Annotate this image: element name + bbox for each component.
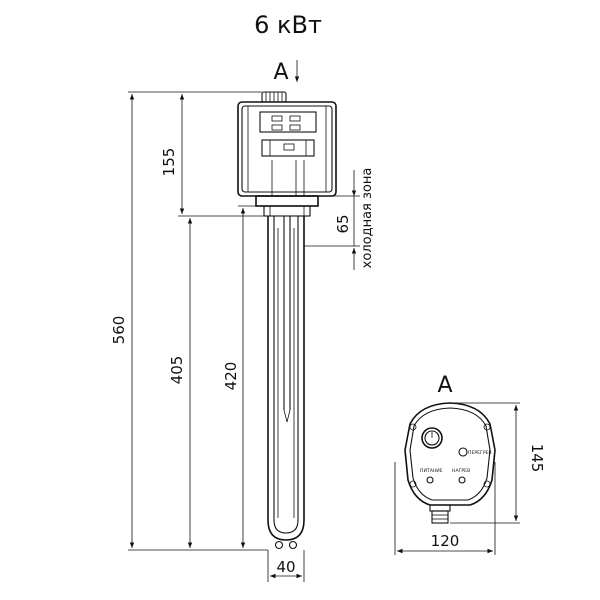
overheat-label: ПЕРЕГРЕВ xyxy=(468,450,492,456)
head-housing xyxy=(237,101,337,197)
power-indicator xyxy=(426,476,434,484)
dim-cold-zone-label: 65 xyxy=(334,214,352,233)
dim-tube-width-label: 40 xyxy=(276,558,295,576)
dim-flange-width-label: 120 xyxy=(431,532,460,550)
end-view-knob xyxy=(421,427,443,449)
dim-flange-height-label: 145 xyxy=(528,444,546,473)
end-view-housing xyxy=(404,402,496,506)
power-label: ПИТАНИЕ xyxy=(420,468,443,474)
heating-indicator xyxy=(458,476,466,484)
overheat-indicator xyxy=(458,447,468,457)
dim-heater-420-label: 420 xyxy=(222,362,240,391)
view-label-side: A xyxy=(437,373,452,398)
title: 6 кВт xyxy=(254,11,322,39)
cable-gland xyxy=(429,504,451,512)
heating-label: НАГРЕВ xyxy=(452,468,470,474)
end-view: ПЕРЕГРЕВ ПИТАНИЕ НАГРЕВ xyxy=(404,402,496,524)
heater-front-view xyxy=(237,91,337,550)
dim-overall-height-label: 560 xyxy=(110,316,128,345)
flange xyxy=(255,195,319,207)
dim-head-height-label: 155 xyxy=(160,148,178,177)
view-label-top: A xyxy=(273,60,288,85)
cold-zone-text: холодная зона xyxy=(360,168,375,269)
heating-element xyxy=(267,216,305,541)
dim-heater-405-label: 405 xyxy=(168,356,186,385)
